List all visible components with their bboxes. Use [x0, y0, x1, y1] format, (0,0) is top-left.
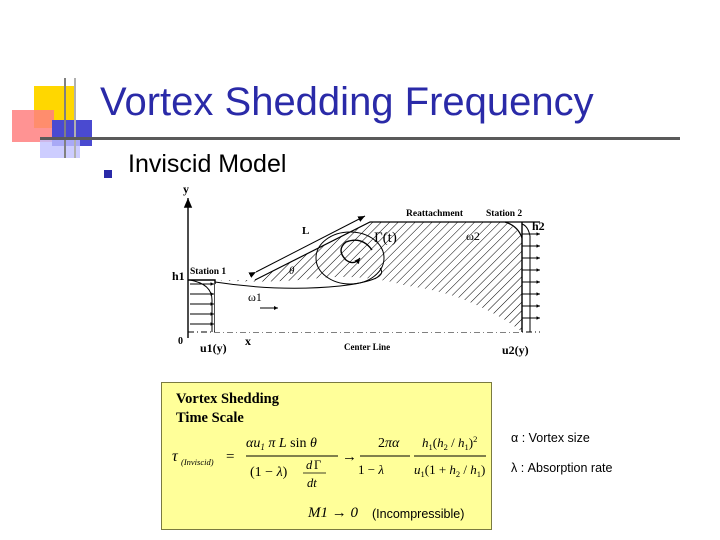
station2-label: Station 2 — [486, 209, 522, 219]
omega2-label: ω2 — [466, 229, 480, 243]
slide-title: Vortex Shedding Frequency — [100, 80, 594, 124]
legend-lambda: λ : Absorption rate — [511, 461, 613, 475]
omega1-label: ω1 — [248, 290, 262, 304]
h2-label: h2 — [532, 219, 545, 233]
svg-text:=: = — [226, 449, 234, 465]
theta-label: θ — [289, 265, 295, 277]
svg-text:h1(h2 / h1)2: h1(h2 / h1)2 — [422, 434, 477, 452]
origin-label: 0 — [178, 336, 183, 347]
h1-label: h1 — [172, 269, 185, 283]
mach-condition: M1 → 0 — [308, 505, 358, 521]
bullet-inviscid-model: Inviscid Model — [128, 150, 287, 178]
reattachment-label: Reattachment — [406, 209, 464, 219]
inlet-velocity-profile — [189, 279, 214, 332]
formula-heading-line2: Time Scale — [176, 410, 244, 426]
title-underline — [40, 137, 680, 140]
separation-region — [215, 222, 522, 332]
y-axis-label: y — [183, 182, 189, 196]
legend-alpha: α : Vortex size — [511, 431, 590, 445]
svg-text:(Inviscid): (Inviscid) — [181, 457, 214, 467]
svg-text:2πα: 2πα — [378, 436, 400, 451]
formula-heading-line1: Vortex Shedding — [176, 391, 280, 407]
incompressible-note: (Incompressible) — [372, 507, 465, 521]
formula-box: Vortex Shedding Time Scale τ (Inviscid) … — [161, 382, 492, 530]
decor-square-lightblue — [40, 138, 80, 158]
center-line-label: Center Line — [344, 342, 390, 352]
svg-text:1 − λ: 1 − λ — [358, 462, 384, 477]
L-arrow — [248, 215, 366, 278]
bullet-marker — [104, 170, 112, 178]
svg-text:dt: dt — [307, 476, 317, 490]
svg-text:τ: τ — [172, 448, 179, 465]
x-axis-label: x — [245, 334, 251, 348]
shear-layer-lower — [214, 267, 383, 289]
decor-square-pink — [12, 110, 54, 142]
decor-vline-2 — [74, 78, 76, 158]
L-label: L — [302, 225, 309, 237]
station1-label: Station 1 — [190, 267, 226, 277]
svg-text:u1(1 + h2 / h1): u1(1 + h2 / h1) — [414, 462, 485, 479]
svg-text:Γ: Γ — [314, 458, 321, 472]
decor-vline — [64, 78, 66, 158]
gamma-label: Γ(t) — [374, 230, 397, 246]
u1-label: u1(y) — [200, 341, 227, 355]
svg-text:αu1 π L sin θ: αu1 π L sin θ — [246, 436, 317, 452]
svg-text:d: d — [306, 458, 313, 472]
outlet-velocity-profile — [521, 223, 540, 332]
svg-text:→: → — [342, 449, 357, 465]
flow-diagram: y x 0 L Γ(t) θ ω1 ω2 Station 1 Reattachm… — [172, 182, 545, 357]
svg-text:(1 − λ): (1 − λ) — [250, 465, 288, 480]
u2-label: u2(y) — [502, 343, 529, 357]
